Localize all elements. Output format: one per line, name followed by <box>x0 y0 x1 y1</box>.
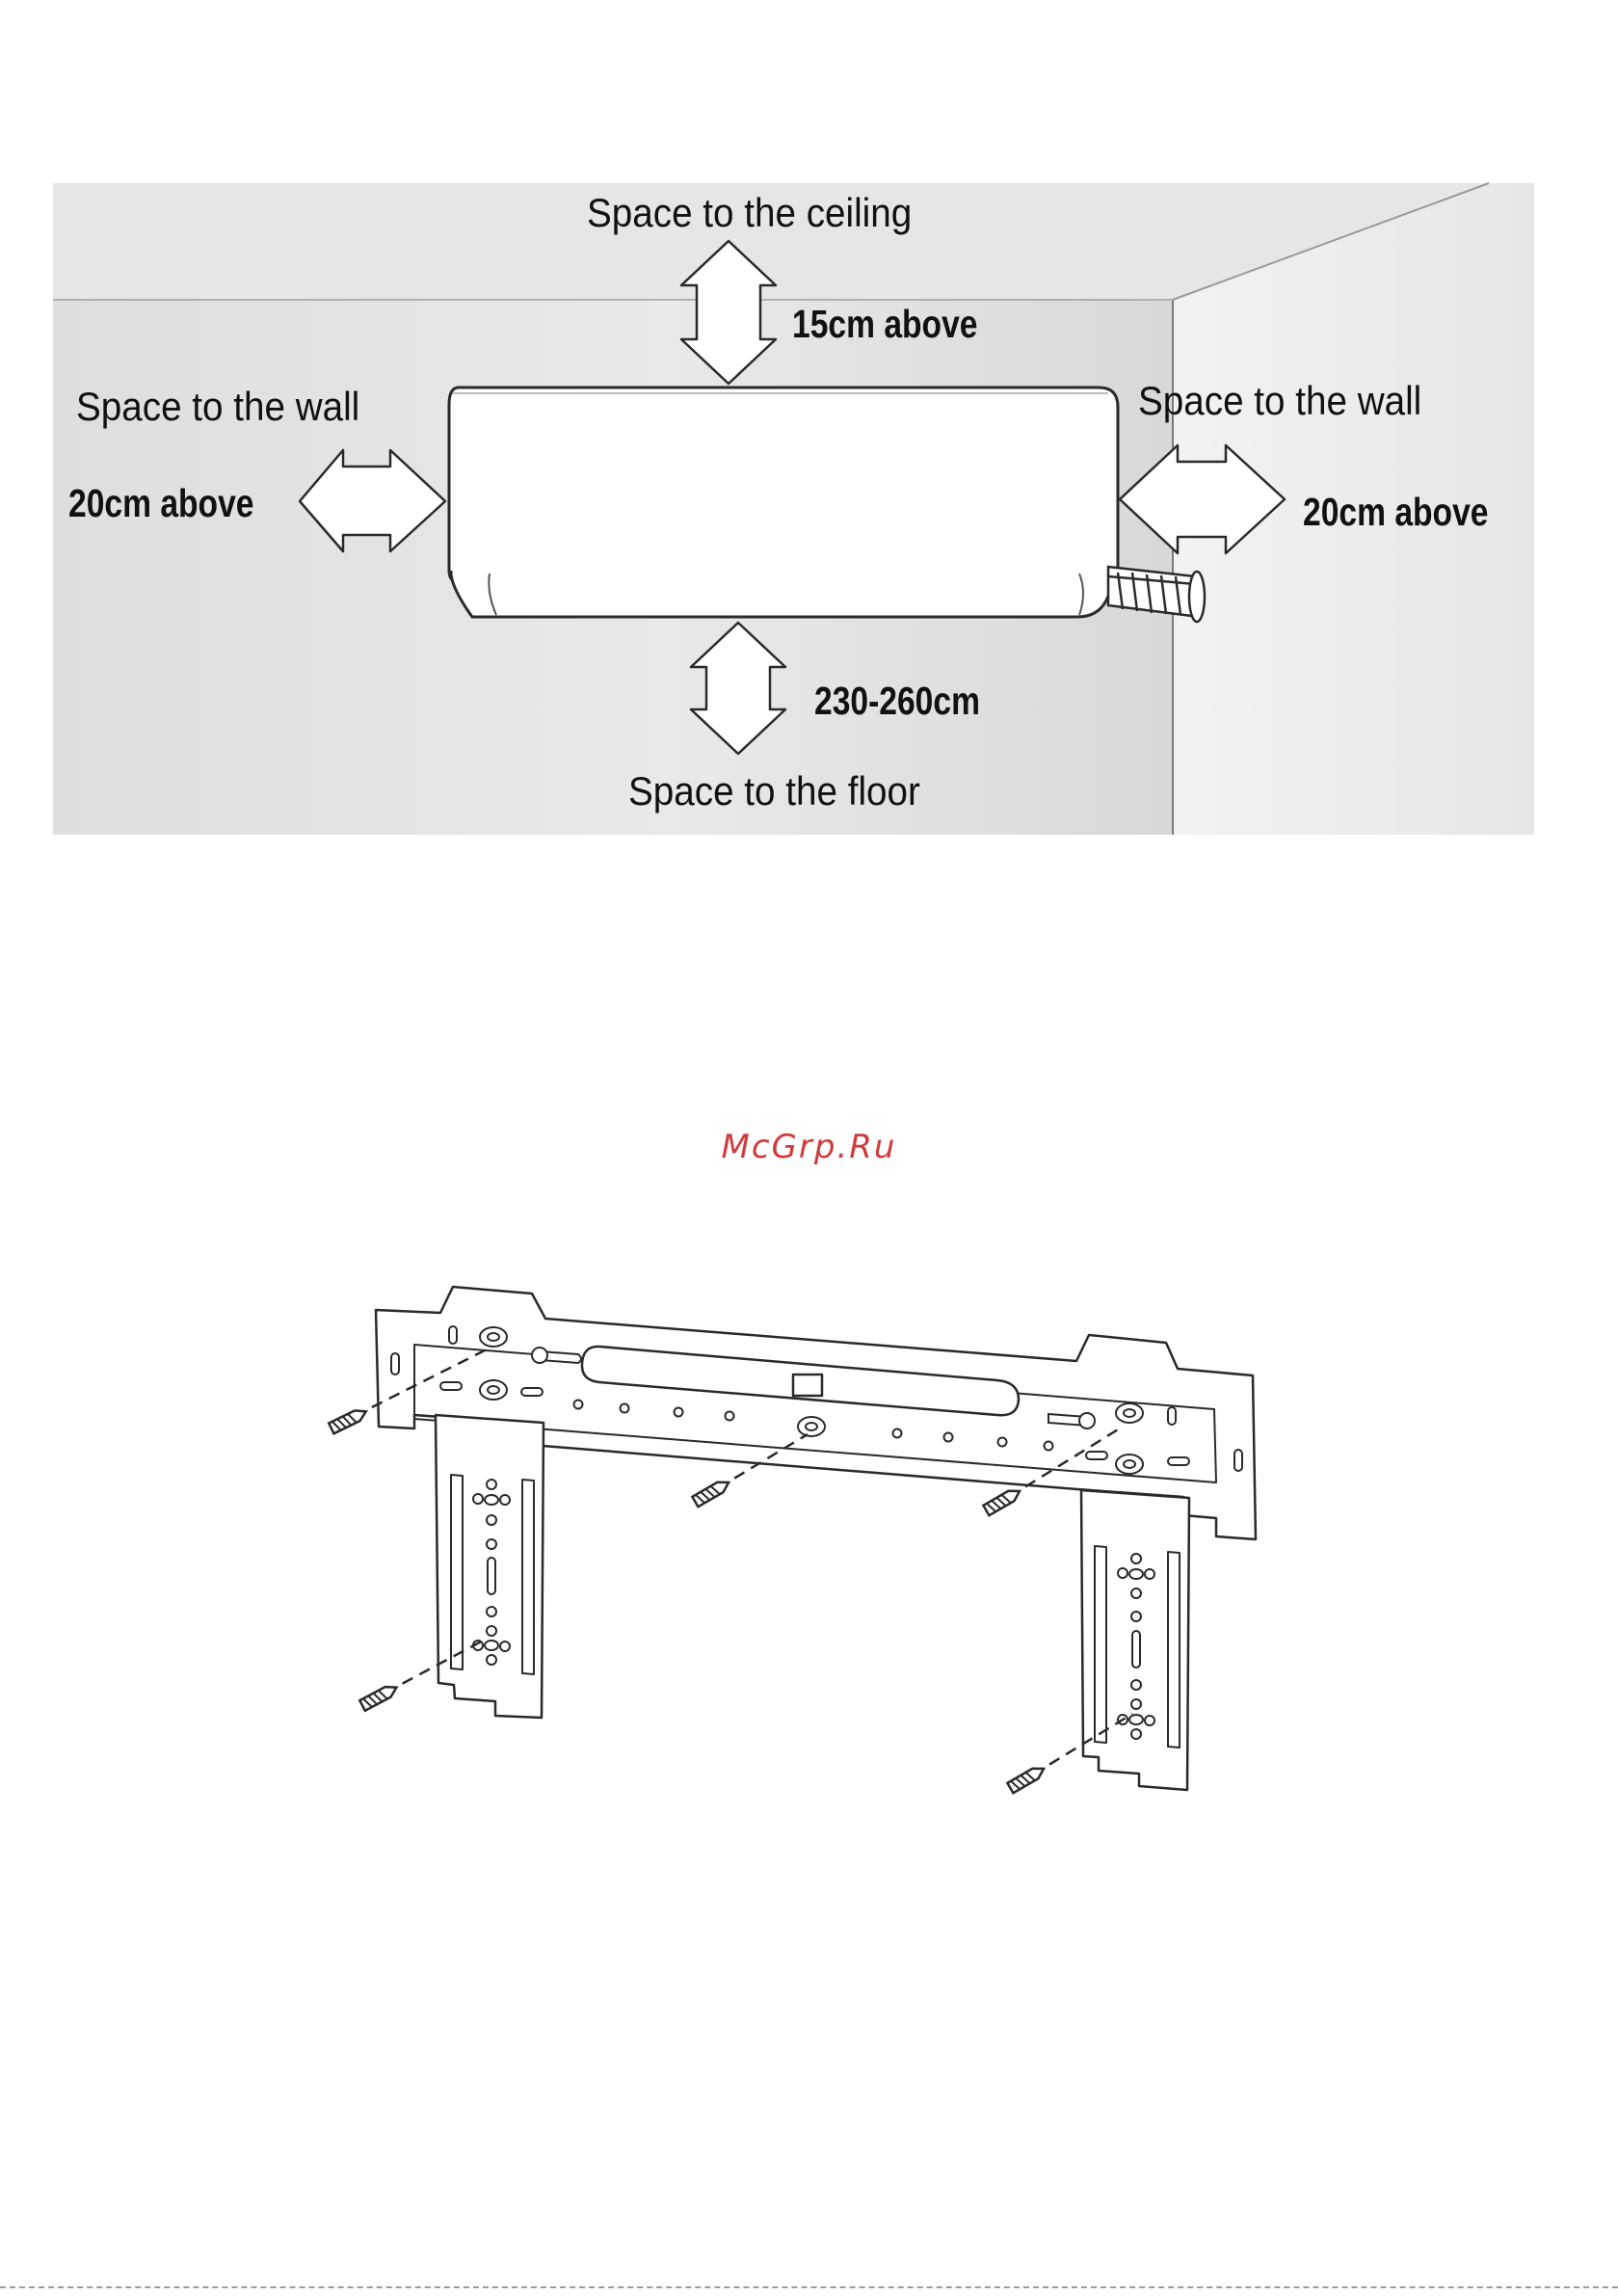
screw-icon <box>329 1406 368 1433</box>
screw-icon <box>359 1682 399 1710</box>
screw-icon <box>1007 1764 1047 1793</box>
page-footer-rule <box>0 2286 1618 2288</box>
screw-icon <box>692 1478 731 1507</box>
screw-icon <box>983 1486 1022 1515</box>
